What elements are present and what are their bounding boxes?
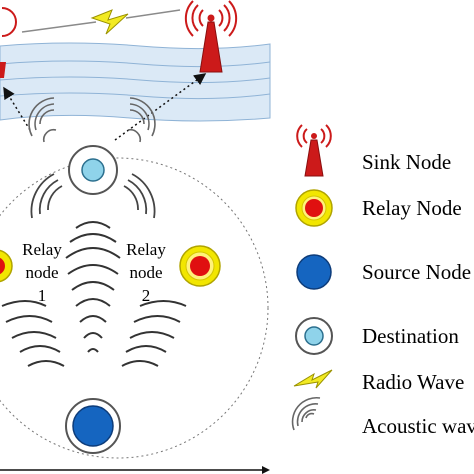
acoustic-wave-destination <box>30 173 156 219</box>
source-node-icon <box>65 398 121 454</box>
legend-acoustic-icon <box>291 396 321 431</box>
acoustic-wave-up-right <box>127 97 156 143</box>
relay-node-1-icon <box>0 249 13 283</box>
uplink-arrow-left <box>3 86 31 131</box>
legend-radio-label: Radio Wave <box>362 370 465 394</box>
legend-source-label: Source Node <box>362 260 472 284</box>
relay-node-2-icon <box>179 245 221 287</box>
legend-radio-icon <box>293 369 333 389</box>
coverage-area <box>0 157 269 459</box>
seabed-arrow-icon <box>262 466 270 474</box>
uplink-arrow-right <box>114 73 207 141</box>
radio-link <box>21 9 181 35</box>
acoustic-wave-up-left <box>28 97 57 143</box>
relay-node-1-label: Relay node 1 <box>22 240 62 305</box>
legend-sink-icon <box>296 124 332 177</box>
legend-relay-icon <box>295 189 333 227</box>
sink-node-icon <box>184 0 238 73</box>
acoustic-wave-center <box>65 221 121 353</box>
legend-destination-label: Destination <box>362 324 459 348</box>
acoustic-wave-left <box>1 300 65 367</box>
legend-acoustic-label: Acoustic wave <box>362 414 474 438</box>
sink-node-left-icon <box>0 7 17 78</box>
relay-node-2-label: Relay node 2 <box>126 240 166 305</box>
acoustic-wave-right <box>121 300 187 367</box>
legend-destination-icon <box>295 317 333 355</box>
destination-node-icon <box>68 145 118 195</box>
legend-sink-label: Sink Node <box>362 150 452 174</box>
legend-source-icon <box>296 254 332 290</box>
legend-relay-label: Relay Node <box>362 196 462 220</box>
